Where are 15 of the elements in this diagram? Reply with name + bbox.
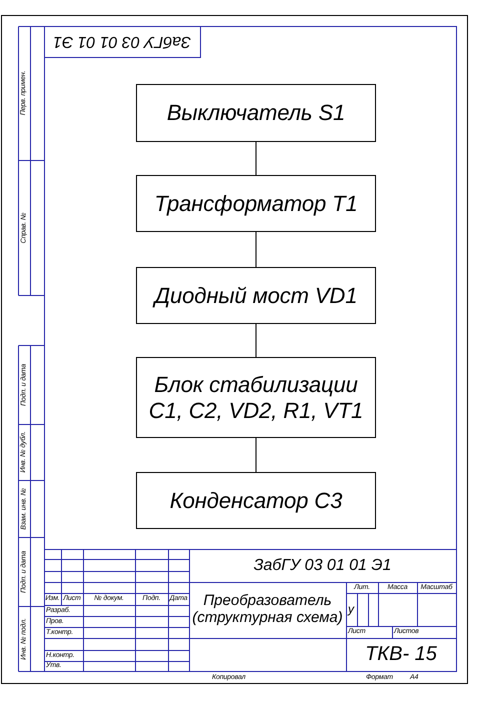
drawing-title: Преобразователь (структурная схема) (191, 593, 344, 627)
block-label: Конденсатор C3 (170, 488, 342, 514)
process-box (136, 84, 376, 142)
block-label: Выключатель S1 (166, 100, 346, 126)
process-box (136, 175, 376, 232)
sheet-code: ТКВ- 15 (365, 643, 437, 666)
process-box (136, 472, 376, 529)
block-label: Блок стабилизации C1, C2, VD2, R1, VT1 (148, 372, 364, 424)
document-code: ЗабГУ 03 01 01 Э1 (254, 556, 392, 574)
document-code: ЗабГУ 03 01 01 Э1 (53, 32, 191, 50)
process-box (136, 267, 376, 324)
process-box (136, 357, 376, 438)
letter-mark: у (348, 602, 354, 616)
block-label: Диодный мост VD1 (154, 282, 358, 308)
block-label: Трансформатор T1 (154, 190, 358, 216)
